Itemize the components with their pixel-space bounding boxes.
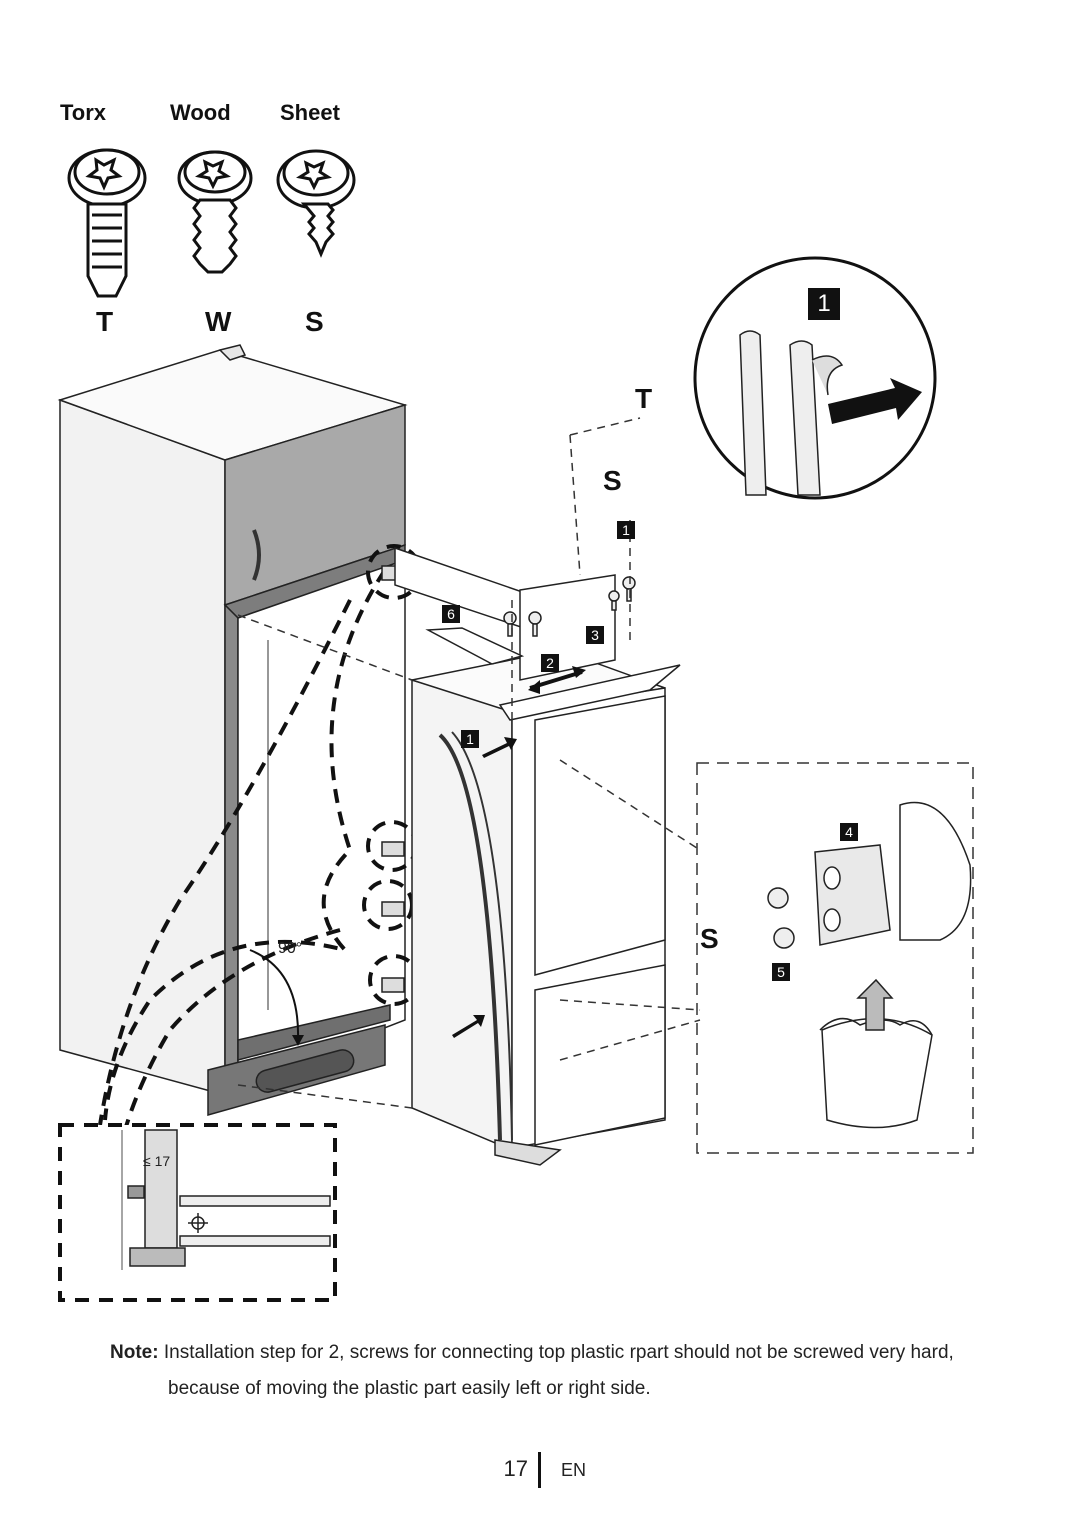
torx-screw-icon bbox=[67, 148, 147, 298]
screw-letter-sheet: S bbox=[305, 306, 324, 337]
screw-name-torx: Torx bbox=[60, 100, 107, 125]
step-2-label: 2 bbox=[546, 655, 554, 671]
kitchen-cabinet bbox=[57, 344, 408, 1116]
small-screw-icons bbox=[503, 576, 636, 637]
seal-strip bbox=[438, 733, 502, 1141]
callout-sheet-upper: S bbox=[603, 465, 622, 496]
toe-kick-detail-box bbox=[58, 1123, 337, 1302]
callout-torx: T bbox=[635, 383, 652, 414]
gap-label: ≤ 17 bbox=[143, 1153, 170, 1169]
note-line-1: Installation step for 2, screws for conn… bbox=[163, 1342, 954, 1363]
fridge-appliance bbox=[409, 649, 666, 1166]
angle-arc-icon bbox=[249, 949, 300, 1041]
top-mounting-plate bbox=[394, 546, 681, 721]
step-6-label: 6 bbox=[447, 606, 455, 622]
note-label: Note: bbox=[110, 1342, 159, 1363]
footer-divider bbox=[538, 1452, 541, 1488]
page-number: 17 bbox=[503, 1456, 528, 1481]
language-code: EN bbox=[561, 1460, 587, 1480]
sheet-screw-icon bbox=[276, 149, 356, 258]
bracket-detail-box bbox=[696, 762, 974, 1154]
step-5-label: 5 bbox=[777, 964, 785, 980]
wood-screw-icon bbox=[177, 150, 253, 274]
step-3-label: 3 bbox=[591, 627, 599, 643]
screw-letter-torx: T bbox=[96, 306, 114, 337]
step-4-label: 4 bbox=[845, 824, 853, 840]
callout-sheet-lower: S bbox=[700, 923, 719, 954]
page-footer: 17 EN bbox=[0, 1452, 1080, 1492]
note-line-2: because of moving the plastic part easil… bbox=[168, 1378, 651, 1399]
screw-letter-wood: W bbox=[205, 306, 232, 337]
step-1-detail-label: 1 bbox=[817, 290, 830, 317]
angle-label: 90° bbox=[278, 940, 302, 957]
installation-note: Note: Installation step for 2, screws fo… bbox=[110, 1335, 1040, 1407]
plastic-bag-icon bbox=[819, 978, 933, 1129]
seal-detail-circle bbox=[693, 256, 937, 500]
leader-lines bbox=[237, 417, 701, 1109]
hinge-bracket-detail bbox=[767, 801, 972, 949]
screw-name-wood: Wood bbox=[170, 100, 231, 125]
toe-kick-detail bbox=[121, 1129, 331, 1270]
step-1-door-label: 1 bbox=[466, 731, 474, 747]
slide-arrow-icon bbox=[425, 627, 525, 665]
installation-diagram: 90° bbox=[57, 148, 974, 1302]
step-1-upper-label: 1 bbox=[622, 522, 630, 538]
screw-name-sheet: Sheet bbox=[280, 100, 340, 125]
